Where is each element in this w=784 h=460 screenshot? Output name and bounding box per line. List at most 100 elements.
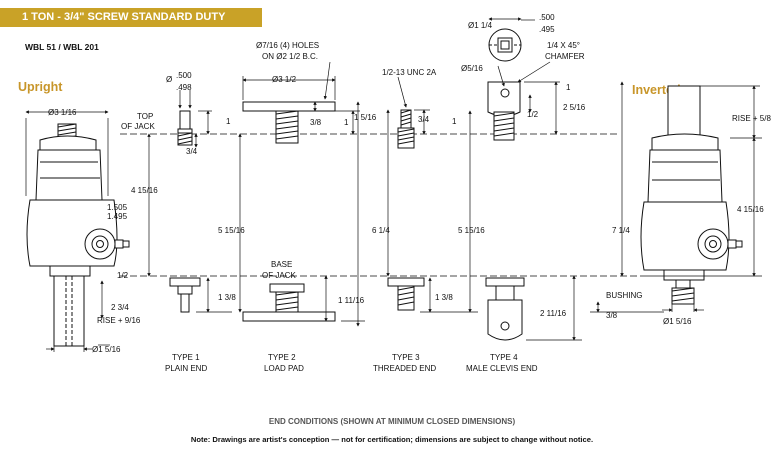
type3-label-1: TYPE 3	[392, 353, 420, 362]
type4-base-block	[485, 277, 525, 287]
top-of-jack-label-1: TOP	[137, 112, 153, 121]
type4-two: 2 5/16	[563, 103, 586, 112]
type1-three-quarter: 3/4	[186, 147, 198, 156]
type4-dia-top: .500	[539, 13, 555, 22]
upright-label: Upright	[18, 80, 63, 94]
inverted-height: 4 15/16	[737, 205, 764, 214]
type3-side: 1 5/16	[354, 113, 377, 122]
footer-title: END CONDITIONS (SHOWN AT MINIMUM CLOSED …	[268, 417, 516, 426]
top-of-jack-label-2: OF JACK	[121, 122, 155, 131]
type2-drawing	[242, 101, 336, 322]
upright-height: 4 15/16	[131, 186, 158, 195]
type3-bottom: 1 3/8	[435, 293, 453, 302]
upright-dia-top: Ø3 1/16	[48, 108, 77, 117]
type2-three-eighths: 3/8	[310, 118, 322, 127]
type2-label-1: TYPE 2	[268, 353, 296, 362]
type4-pin: Ø5/16	[461, 64, 483, 73]
type4-height: 7 1/4	[612, 226, 630, 235]
type2-one: 1	[344, 118, 349, 127]
upright-dims	[25, 110, 151, 352]
upright-jack	[26, 123, 130, 347]
type3-one: 1	[452, 117, 457, 126]
type2-base-2: OF JACK	[262, 271, 296, 280]
type3-dims	[386, 76, 478, 313]
type3-three-quarter: 3/4	[418, 115, 430, 124]
type4-clevis-top	[487, 81, 521, 117]
type1-bottom: 1 3/8	[218, 293, 236, 302]
inverted-three-eighths: 3/8	[606, 311, 618, 320]
type1-dims	[178, 90, 242, 313]
type2-base-1: BASE	[271, 260, 292, 269]
upright-travel: 2 3/4	[111, 303, 129, 312]
upright-body	[35, 149, 103, 201]
upright-rise: RISE + 9/16	[97, 316, 141, 325]
type4-dims	[488, 17, 624, 341]
type1-bottom-pin	[177, 285, 193, 295]
type3-drawing	[387, 109, 425, 311]
inverted-jack	[640, 85, 743, 305]
type4-label-1: TYPE 4	[490, 353, 518, 362]
inverted-bushing	[663, 269, 705, 281]
type4-texts: Ø1 1/4 .500 .495 1/4 X 45° CHAMFER Ø5/16…	[461, 13, 630, 373]
upright-input-shaft	[114, 239, 124, 249]
type2-texts: Ø7/16 (4) HOLES ON Ø2 1/2 B.C. Ø3 1/2 3/…	[256, 41, 390, 373]
inverted-body	[647, 149, 723, 203]
type1-dia-bottom: .498	[176, 83, 192, 92]
type2-holes-1: Ø7/16 (4) HOLES	[256, 41, 319, 50]
type1-drawing	[169, 110, 201, 313]
type2-holes-2: ON Ø2 1/2 B.C.	[262, 52, 318, 61]
type4-drawing	[485, 28, 525, 341]
type4-one: 1	[566, 83, 571, 92]
type4-label-2: MALE CLEVIS END	[466, 364, 538, 373]
type3-thread: 1/2-13 UNC 2A	[382, 68, 437, 77]
upright-dia-bottom: Ø1 5/16	[92, 345, 121, 354]
type4-bottom: 2 11/16	[540, 309, 567, 318]
upright-side-top: 1.505	[107, 203, 128, 212]
type1-base-block	[169, 277, 201, 287]
title-banner: 1 TON - 3/4" SCREW STANDARD DUTY	[0, 8, 262, 27]
type1-top-pin	[179, 110, 191, 130]
type4-dia: Ø1 1/4	[468, 21, 493, 30]
type1-label-1: TYPE 1	[172, 353, 200, 362]
type1-label-2: PLAIN END	[165, 364, 207, 373]
model-number: WBL 51 / WBL 201	[25, 42, 99, 52]
inverted-dia: Ø1 5/16	[663, 317, 692, 326]
inverted-bushing-label: BUSHING	[606, 291, 642, 300]
type2-height: 6 1/4	[372, 226, 390, 235]
type2-dia: Ø3 1/2	[272, 75, 297, 84]
type3-height: 5 15/16	[458, 226, 485, 235]
type2-bottom-pad	[242, 311, 336, 322]
type1-texts: Ø .500 .498 1 3/4 5 15/16 1 3/8 TYPE 1 P…	[165, 71, 245, 373]
footer-note: Note: Drawings are artist's conception —…	[190, 435, 594, 444]
inverted-texts: RISE + 5/8 4 15/16 BUSHING 3/8 Ø1 5/16	[606, 114, 771, 326]
upright-texts: Ø3 1/16 TOP OF JACK 4 15/16 1.505 1.495 …	[48, 108, 158, 354]
type4-half: 1/2	[527, 110, 539, 119]
type2-bottom: 1 11/16	[338, 296, 365, 305]
inverted-top-tube	[667, 85, 701, 139]
title-text: 1 TON - 3/4" SCREW STANDARD DUTY	[22, 11, 226, 23]
upright-cap	[39, 135, 97, 151]
type4-chamfer-1: 1/4 X 45°	[547, 41, 580, 50]
type1-dia-top: .500	[176, 71, 192, 80]
upright-lower-tube	[53, 275, 85, 347]
type2-top-pad	[242, 101, 336, 112]
type4-chamfer-2: CHAMFER	[545, 52, 585, 61]
type4-clevis-bottom	[487, 299, 523, 341]
upright-half: 1/2	[117, 271, 129, 280]
type1-dia: Ø	[166, 75, 172, 84]
type2-dims	[242, 61, 365, 327]
inverted-rise: RISE + 5/8	[732, 114, 771, 123]
upright-side-bottom: 1.495	[107, 212, 128, 221]
inverted-dims	[590, 85, 762, 313]
type2-label-2: LOAD PAD	[264, 364, 304, 373]
type1-one: 1	[226, 117, 231, 126]
type4-dia-bottom: .495	[539, 25, 555, 34]
reference-lines	[120, 133, 640, 277]
upright-base-plate	[49, 265, 91, 277]
type3-texts: 1/2-13 UNC 2A 1 5/16 3/4 1 5 15/16 1 3/8…	[354, 68, 485, 373]
type3-base-block	[387, 277, 425, 287]
type1-height: 5 15/16	[218, 226, 245, 235]
type3-label-2: THREADED END	[373, 364, 436, 373]
type2-base-block	[269, 283, 305, 293]
